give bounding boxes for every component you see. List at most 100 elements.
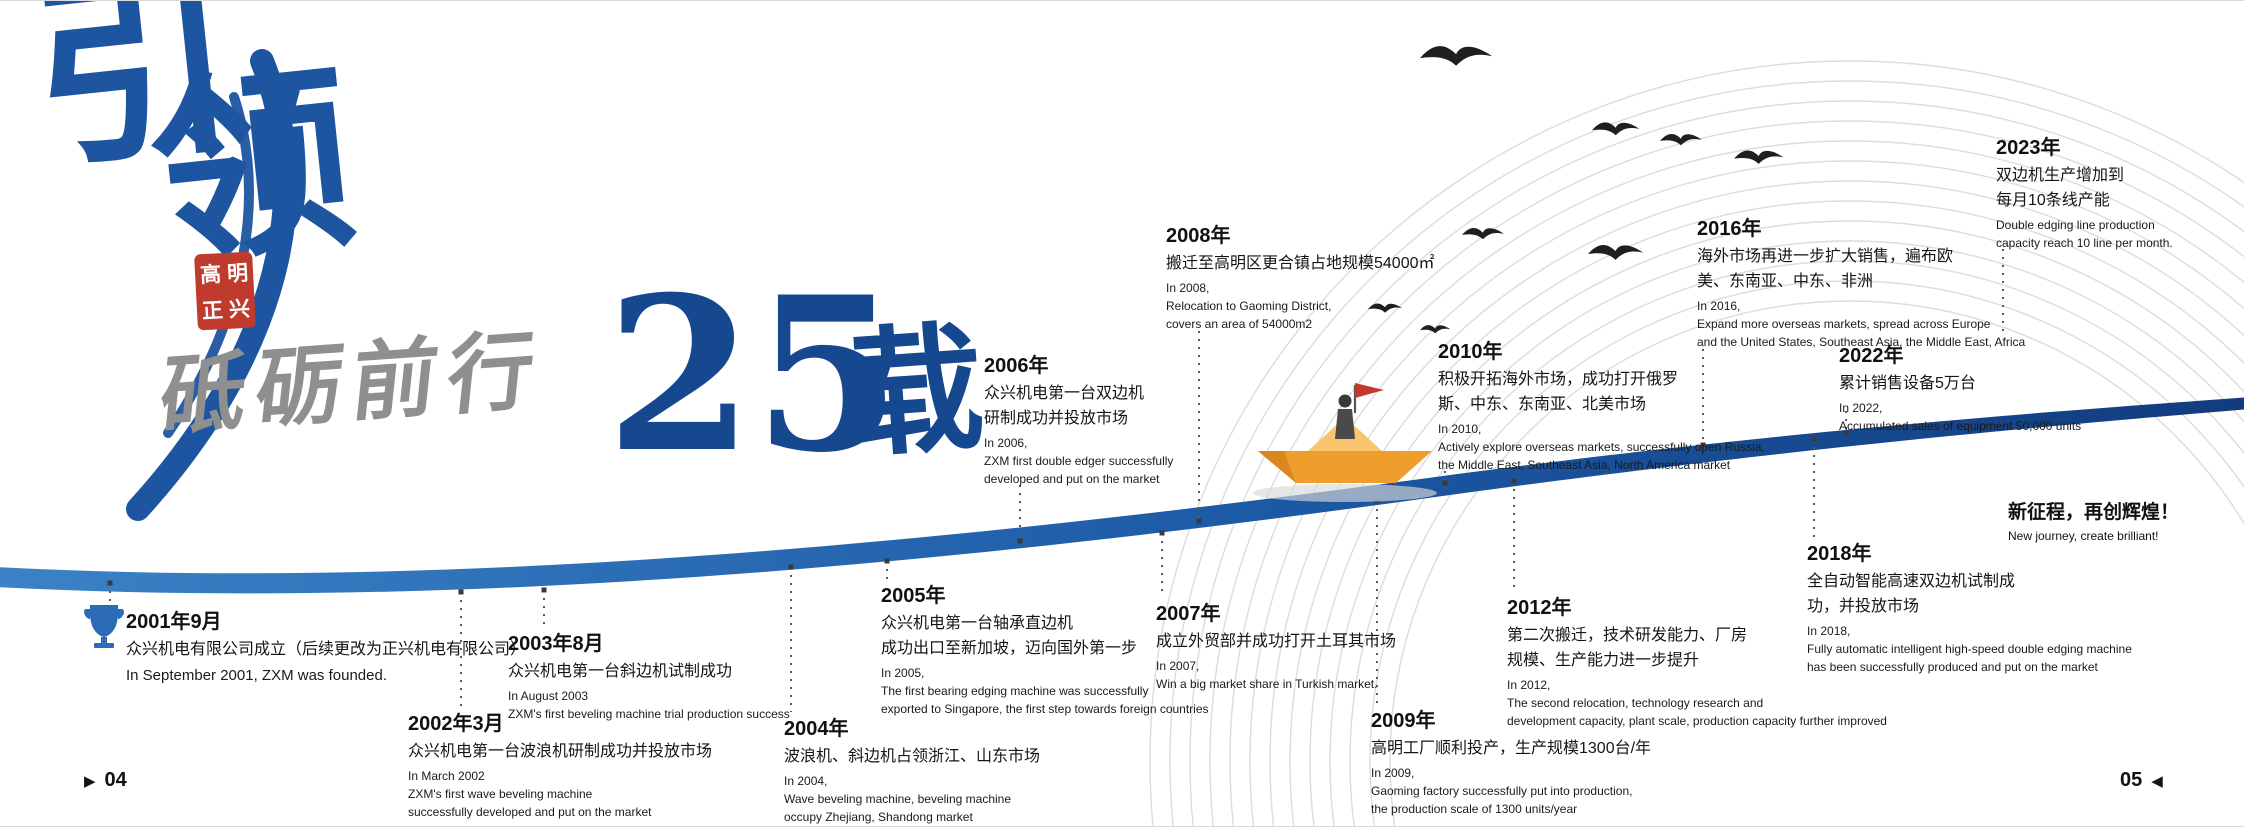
entry-cn-line: 众兴机电第一台双边机	[984, 385, 1145, 402]
entry-en-line: In 2016,	[1697, 299, 1741, 313]
entry-year: 2023年	[1996, 137, 2061, 159]
entry-year: 2001年9月	[126, 611, 222, 633]
entry-en-line: Relocation to Gaoming District,	[1166, 299, 1332, 313]
entry-cn-line: 积极开拓海外市场，成功打开俄罗	[1438, 371, 1679, 388]
entry-year: 2006年	[984, 355, 1049, 377]
entry-cn-line: 每月10条线产能	[1996, 192, 2110, 209]
entry-en-line: In 2005,	[881, 666, 925, 680]
entry-cn-line: 众兴机电第一台波浪机研制成功并投放市场	[408, 743, 713, 760]
page-marker-left: ▶ 04	[84, 769, 127, 792]
entry-en-line: ZXM's first wave beveling machine	[408, 787, 593, 801]
entry-en-line: Expand more overseas markets, spread acr…	[1697, 317, 1991, 331]
bird-icon	[1588, 244, 1644, 260]
anniversary-unit: 载	[839, 305, 989, 478]
page-marker-right: 05 ◀	[2120, 769, 2163, 792]
entry-en-line: The second relocation, technology resear…	[1507, 696, 1764, 710]
entry-cn-line: 高明工厂顺利投产，生产规模1300台/年	[1371, 740, 1652, 757]
entry-en-line: ZXM's first beveling machine trial produ…	[508, 707, 790, 721]
entry-en-line: Win a big market share in Turkish market…	[1156, 677, 1378, 691]
entry-en-line: In 2010,	[1438, 422, 1482, 436]
timeline-entry-2004: 2004年 波浪机、斜边机占领浙江、山东市场 In 2004, Wave bev…	[784, 712, 1104, 826]
entry-en-line: the Middle East, Southeast Asia, North A…	[1438, 458, 1731, 472]
entry-en-line: In August 2003	[508, 689, 589, 703]
entry-en-line: covers an area of 54000m2	[1166, 317, 1313, 331]
entry-cn-line: 搬迁至高明区更合镇占地规模54000㎡	[1166, 255, 1435, 272]
bird-icon	[1660, 133, 1702, 146]
entry-en-line: In September 2001, ZXM was founded.	[126, 667, 387, 684]
entry-cn-line: 斯、中东、东南亚、北美市场	[1438, 396, 1647, 413]
page-number-right: 05	[2120, 769, 2143, 791]
entry-en-line: successfully developed and put on the ma…	[408, 805, 652, 819]
entry-en-line: In 2006,	[984, 436, 1028, 450]
figure-body	[1335, 409, 1355, 439]
entry-cn-line: 众兴机电第一台斜边机试制成功	[508, 663, 733, 680]
entry-en-line: In 2008,	[1166, 281, 1210, 295]
entry-en-line: the production scale of 1300 units/year	[1371, 802, 1578, 816]
calligraphy-subtitle: 砥砺前行	[155, 319, 549, 448]
timeline-entry-2008: 2008年 搬迁至高明区更合镇占地规模54000㎡ In 2008, Reloc…	[1166, 219, 1486, 333]
entry-cn-line: 众兴机电第一台轴承直边机	[881, 615, 1074, 632]
entry-cn-line: 美、东南亚、中东、非洲	[1697, 273, 1874, 290]
entry-en-line: ZXM first double edger successfully	[984, 454, 1174, 468]
timeline-entry-2018: 2018年 全自动智能高速双边机试制成 功，并投放市场 In 2018, Ful…	[1807, 537, 2237, 676]
seal-char: 兴	[228, 297, 251, 322]
entry-year: 2007年	[1156, 603, 1221, 625]
entry-cn-line: 研制成功并投放市场	[984, 410, 1129, 427]
entry-cn-line: 众兴机电有限公司成立（后续更改为正兴机电有限公司）	[126, 641, 527, 658]
entry-en-line: occupy Zhejiang, Shandong market	[784, 810, 973, 824]
red-seal-stamp: 高 明 正 兴	[194, 251, 256, 331]
entry-cn-line: 成功出口至新加坡，迈向国外第一步	[881, 640, 1138, 657]
timeline-entry-2001: 2001年9月 众兴机电有限公司成立（后续更改为正兴机电有限公司） In Sep…	[126, 605, 606, 686]
timeline-entry-2022: 2022年 累计销售设备5万台 In 2022, Accumulated sal…	[1839, 339, 2179, 435]
entry-year: 2004年	[784, 718, 849, 740]
timeline-entry-2003: 2003年8月 众兴机电第一台斜边机试制成功 In August 2003 ZX…	[508, 627, 918, 723]
entry-en-line: In March 2002	[408, 769, 485, 783]
entry-cn-line: 全自动智能高速双边机试制成	[1807, 573, 2016, 590]
bird-icon	[1592, 122, 1640, 136]
entry-en-line: development capacity, plant scale, produ…	[1507, 714, 1887, 728]
entry-en-line: In 2018,	[1807, 624, 1851, 638]
entry-en-line: has been successfully produced and put o…	[1807, 660, 2098, 674]
entry-en-line: Double edging line production	[1996, 218, 2155, 232]
entry-en-line: In 2007,	[1156, 659, 1200, 673]
entry-year: 2008年	[1166, 225, 1231, 247]
slogan-block: 新征程，再创辉煌！ New journey, create brilliant!	[2008, 497, 2179, 543]
entry-year: 2022年	[1839, 345, 1904, 367]
timeline-entry-2006: 2006年 众兴机电第一台双边机 研制成功并投放市场 In 2006, ZXM …	[984, 349, 1324, 488]
entry-cn-line: 波浪机、斜边机占领浙江、山东市场	[784, 748, 1041, 765]
entry-en-line: In 2009,	[1371, 766, 1415, 780]
figure-head	[1338, 394, 1352, 408]
seal-char: 高	[199, 263, 222, 288]
timeline-entry-2002: 2002年3月 众兴机电第一台波浪机研制成功并投放市场 In March 200…	[408, 707, 748, 821]
entry-en-line: In 2022,	[1839, 401, 1883, 415]
entry-cn-line: 累计销售设备5万台	[1839, 375, 1976, 392]
entry-en-line: In 2012,	[1507, 678, 1551, 692]
timeline-entry-2007: 2007年 成立外贸部并成功打开土耳其市场 In 2007, Win a big…	[1156, 597, 1496, 693]
entry-cn-line: 功，并投放市场	[1807, 598, 1920, 615]
play-right-triangle-icon: ▶	[84, 772, 96, 790]
entry-en-line: Actively explore overseas markets, succe…	[1438, 440, 1765, 454]
bird-icon	[1734, 150, 1784, 164]
entry-cn-line: 双边机生产增加到	[1996, 167, 2125, 184]
timeline-entry-2010: 2010年 积极开拓海外市场，成功打开俄罗 斯、中东、东南亚、北美市场 In 2…	[1438, 335, 1868, 474]
entry-en-line: Accumulated sales of equipment 50,000 un…	[1839, 419, 2082, 433]
entry-en-line: exported to Singapore, the first step to…	[881, 702, 1209, 716]
entry-en-line: Wave beveling machine, beveling machine	[784, 792, 1012, 806]
entry-en-line: In 2004,	[784, 774, 828, 788]
entry-cn-line: 成立外贸部并成功打开土耳其市场	[1156, 633, 1397, 650]
red-flag	[1355, 383, 1384, 398]
timeline-entry-2023: 2023年 双边机生产增加到 每月10条线产能 Double edging li…	[1996, 131, 2242, 252]
entry-en-line: developed and put on the market	[984, 472, 1160, 486]
entry-en-line: Fully automatic intelligent high-speed d…	[1807, 642, 2132, 656]
seal-char: 正	[201, 299, 224, 324]
seal-char: 明	[226, 261, 249, 286]
entry-en-line: Gaoming factory successfully put into pr…	[1371, 784, 1633, 798]
play-left-triangle-icon: ◀	[2151, 772, 2163, 790]
entry-year: 2003年8月	[508, 633, 604, 655]
slogan-en: New journey, create brilliant!	[2008, 529, 2159, 543]
page-number-left: 04	[104, 769, 127, 791]
entry-year: 2002年3月	[408, 713, 504, 735]
entry-en-line: capacity reach 10 line per month.	[1996, 236, 2173, 250]
slogan-cn: 新征程，再创辉煌！	[2008, 502, 2180, 523]
